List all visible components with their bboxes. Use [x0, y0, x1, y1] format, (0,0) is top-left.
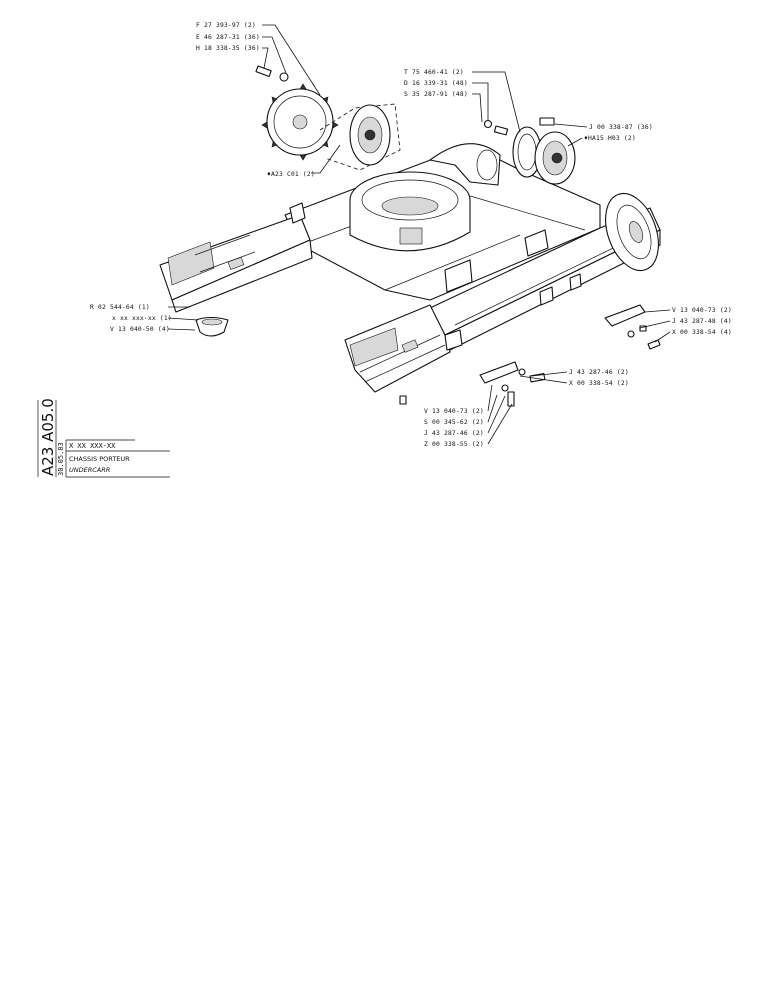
- callout-drive-right-5: ♦HA15 H03 (2): [584, 135, 636, 142]
- callout-sprocket-1: F 27 393-97 (2): [196, 22, 256, 29]
- callout-frame-1: R 02 544-64 (1): [90, 304, 150, 311]
- callout-guard-lower-1: V 13 040-73 (2): [424, 408, 484, 415]
- callout-guard-right-3: X 00 338-54 (4): [672, 329, 732, 336]
- callout-labels: F 27 393-97 (2) E 46 287-31 (36) H 18 33…: [90, 22, 732, 448]
- callout-guard-right-2: J 43 287-48 (4): [672, 318, 732, 325]
- track-guard-lower: [399, 384, 515, 407]
- drawing-code: A23 A05.0: [39, 398, 57, 476]
- undercarriage-frame: [159, 143, 661, 393]
- callout-guard-lower-4: Z 00 338-55 (2): [424, 441, 484, 448]
- title-english: UNDERCARR: [69, 466, 110, 474]
- callout-guard-lower-3: J 43 287-46 (2): [424, 430, 484, 437]
- callout-guard-middle-2: X 00 338-54 (2): [569, 380, 629, 387]
- callout-drive-right-1: T 75 460-41 (2): [404, 69, 464, 76]
- callout-sprocket-3: H 18 338-35 (36): [196, 45, 260, 52]
- revision-date: 30.05.83: [57, 442, 65, 476]
- callout-guard-right-1: V 13 040-73 (2): [672, 307, 732, 314]
- callout-guard-middle-1: J 43 287-46 (2): [569, 369, 629, 376]
- left-drive-motor: [319, 103, 401, 171]
- title-block: A23 A05.0 30.05.83 X XX XXX-XX CHASSIS P…: [37, 398, 170, 478]
- left-sprocket: [255, 65, 339, 161]
- part-reference: X XX XXX-XX: [69, 442, 116, 450]
- callout-sprocket-2: E 46 287-31 (36): [196, 34, 260, 41]
- callout-drive-right-3: S 35 287-91 (48): [404, 91, 468, 98]
- title-french: CHASSIS PORTEUR: [69, 455, 130, 463]
- callout-drive-right-2: D 16 339-31 (48): [404, 80, 468, 87]
- callout-frame-3: V 13 040-50 (4): [110, 326, 170, 333]
- track-guide-shoe: [195, 316, 229, 337]
- callout-frame-2: x xx xxx-xx (1): [112, 315, 172, 322]
- callout-drive-left: ♦A23 C01 (2): [267, 171, 315, 178]
- track-guard-middle: [479, 361, 546, 384]
- right-drive-motor: [534, 117, 576, 185]
- callout-drive-right-4: J 00 338-87 (36): [589, 124, 653, 131]
- callout-guard-lower-2: S 00 345-62 (2): [424, 419, 484, 426]
- leader-lines: [167, 24, 671, 445]
